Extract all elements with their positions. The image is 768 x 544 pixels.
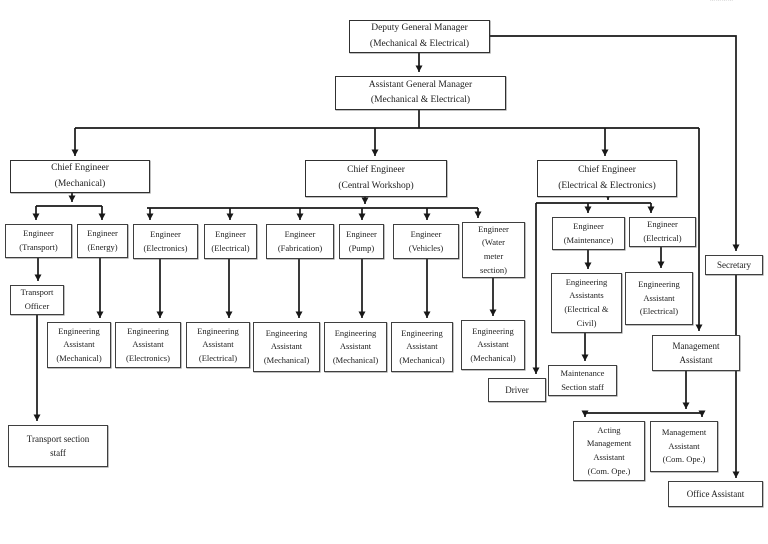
node-engineer-electrical-ee: Engineer (Electrical) xyxy=(629,217,696,247)
node-driver: Driver xyxy=(488,378,546,402)
node-engineering-assistant-electronics: Engineering Assistant (Electronics) xyxy=(115,322,181,368)
node-engineering-assistant-mechanical-energy: Engineering Assistant (Mechanical) xyxy=(47,322,111,368)
node-engineer-pump: Engineer (Pump) xyxy=(339,224,384,259)
node-engineering-assistant-electrical: Engineering Assistant (Electrical) xyxy=(186,322,250,368)
node-engineering-assistant-mechanical-watermeter: Engineering Assistant (Mechanical) xyxy=(461,320,525,370)
node-engineer-water-meter: Engineer (Water meter section) xyxy=(462,222,525,278)
node-office-assistant: Office Assistant xyxy=(668,481,763,507)
node-engineer-electrical: Engineer (Electrical) xyxy=(204,224,257,259)
node-engineer-fabrication: Engineer (Fabrication) xyxy=(266,224,334,259)
node-maintenance-section-staff: Maintenance Section staff xyxy=(548,365,617,396)
node-secretary: Secretary xyxy=(705,255,763,275)
node-chief-engineer-electrical-electronics: Chief Engineer (Electrical & Electronics… xyxy=(537,160,677,197)
node-engineering-assistant-mechanical-vehicles: Engineering Assistant (Mechanical) xyxy=(391,322,453,372)
node-assistant-general-manager: Assistant General Manager (Mechanical & … xyxy=(335,76,506,110)
node-transport-section-staff: Transport section staff xyxy=(8,425,108,467)
node-engineering-assistant-electrical-ee: Engineering Assistant (Electrical) xyxy=(625,272,693,325)
node-deputy-general-manager: Deputy General Manager (Mechanical & Ele… xyxy=(349,20,490,53)
node-engineer-electronics: Engineer (Electronics) xyxy=(133,224,198,259)
node-management-assistant-com-ope: Management Assistant (Com. Ope.) xyxy=(650,421,718,472)
node-engineer-energy: Engineer (Energy) xyxy=(77,224,128,258)
node-engineer-maintenance: Engineer (Maintenance) xyxy=(552,217,625,250)
top-right-text-fragment: ⋯⋯⋯⋯ xyxy=(710,0,734,4)
node-engineering-assistants-electrical-civil: Engineering Assistants (Electrical & Civ… xyxy=(551,273,622,333)
node-engineer-vehicles: Engineer (Vehicles) xyxy=(393,224,459,259)
node-engineering-assistant-mechanical-pump: Engineering Assistant (Mechanical) xyxy=(324,322,387,372)
connector-lines xyxy=(32,35,740,478)
node-management-assistant: Management Assistant xyxy=(652,335,740,371)
node-chief-engineer-mechanical: Chief Engineer (Mechanical) xyxy=(10,160,150,193)
node-acting-management-assistant: Acting Management Assistant (Com. Ope.) xyxy=(573,421,645,481)
node-engineer-transport: Engineer (Transport) xyxy=(5,224,72,258)
node-chief-engineer-central-workshop: Chief Engineer (Central Workshop) xyxy=(305,160,447,197)
node-engineering-assistant-mechanical-fabrication: Engineering Assistant (Mechanical) xyxy=(253,322,320,372)
node-transport-officer: Transport Officer xyxy=(10,285,64,315)
